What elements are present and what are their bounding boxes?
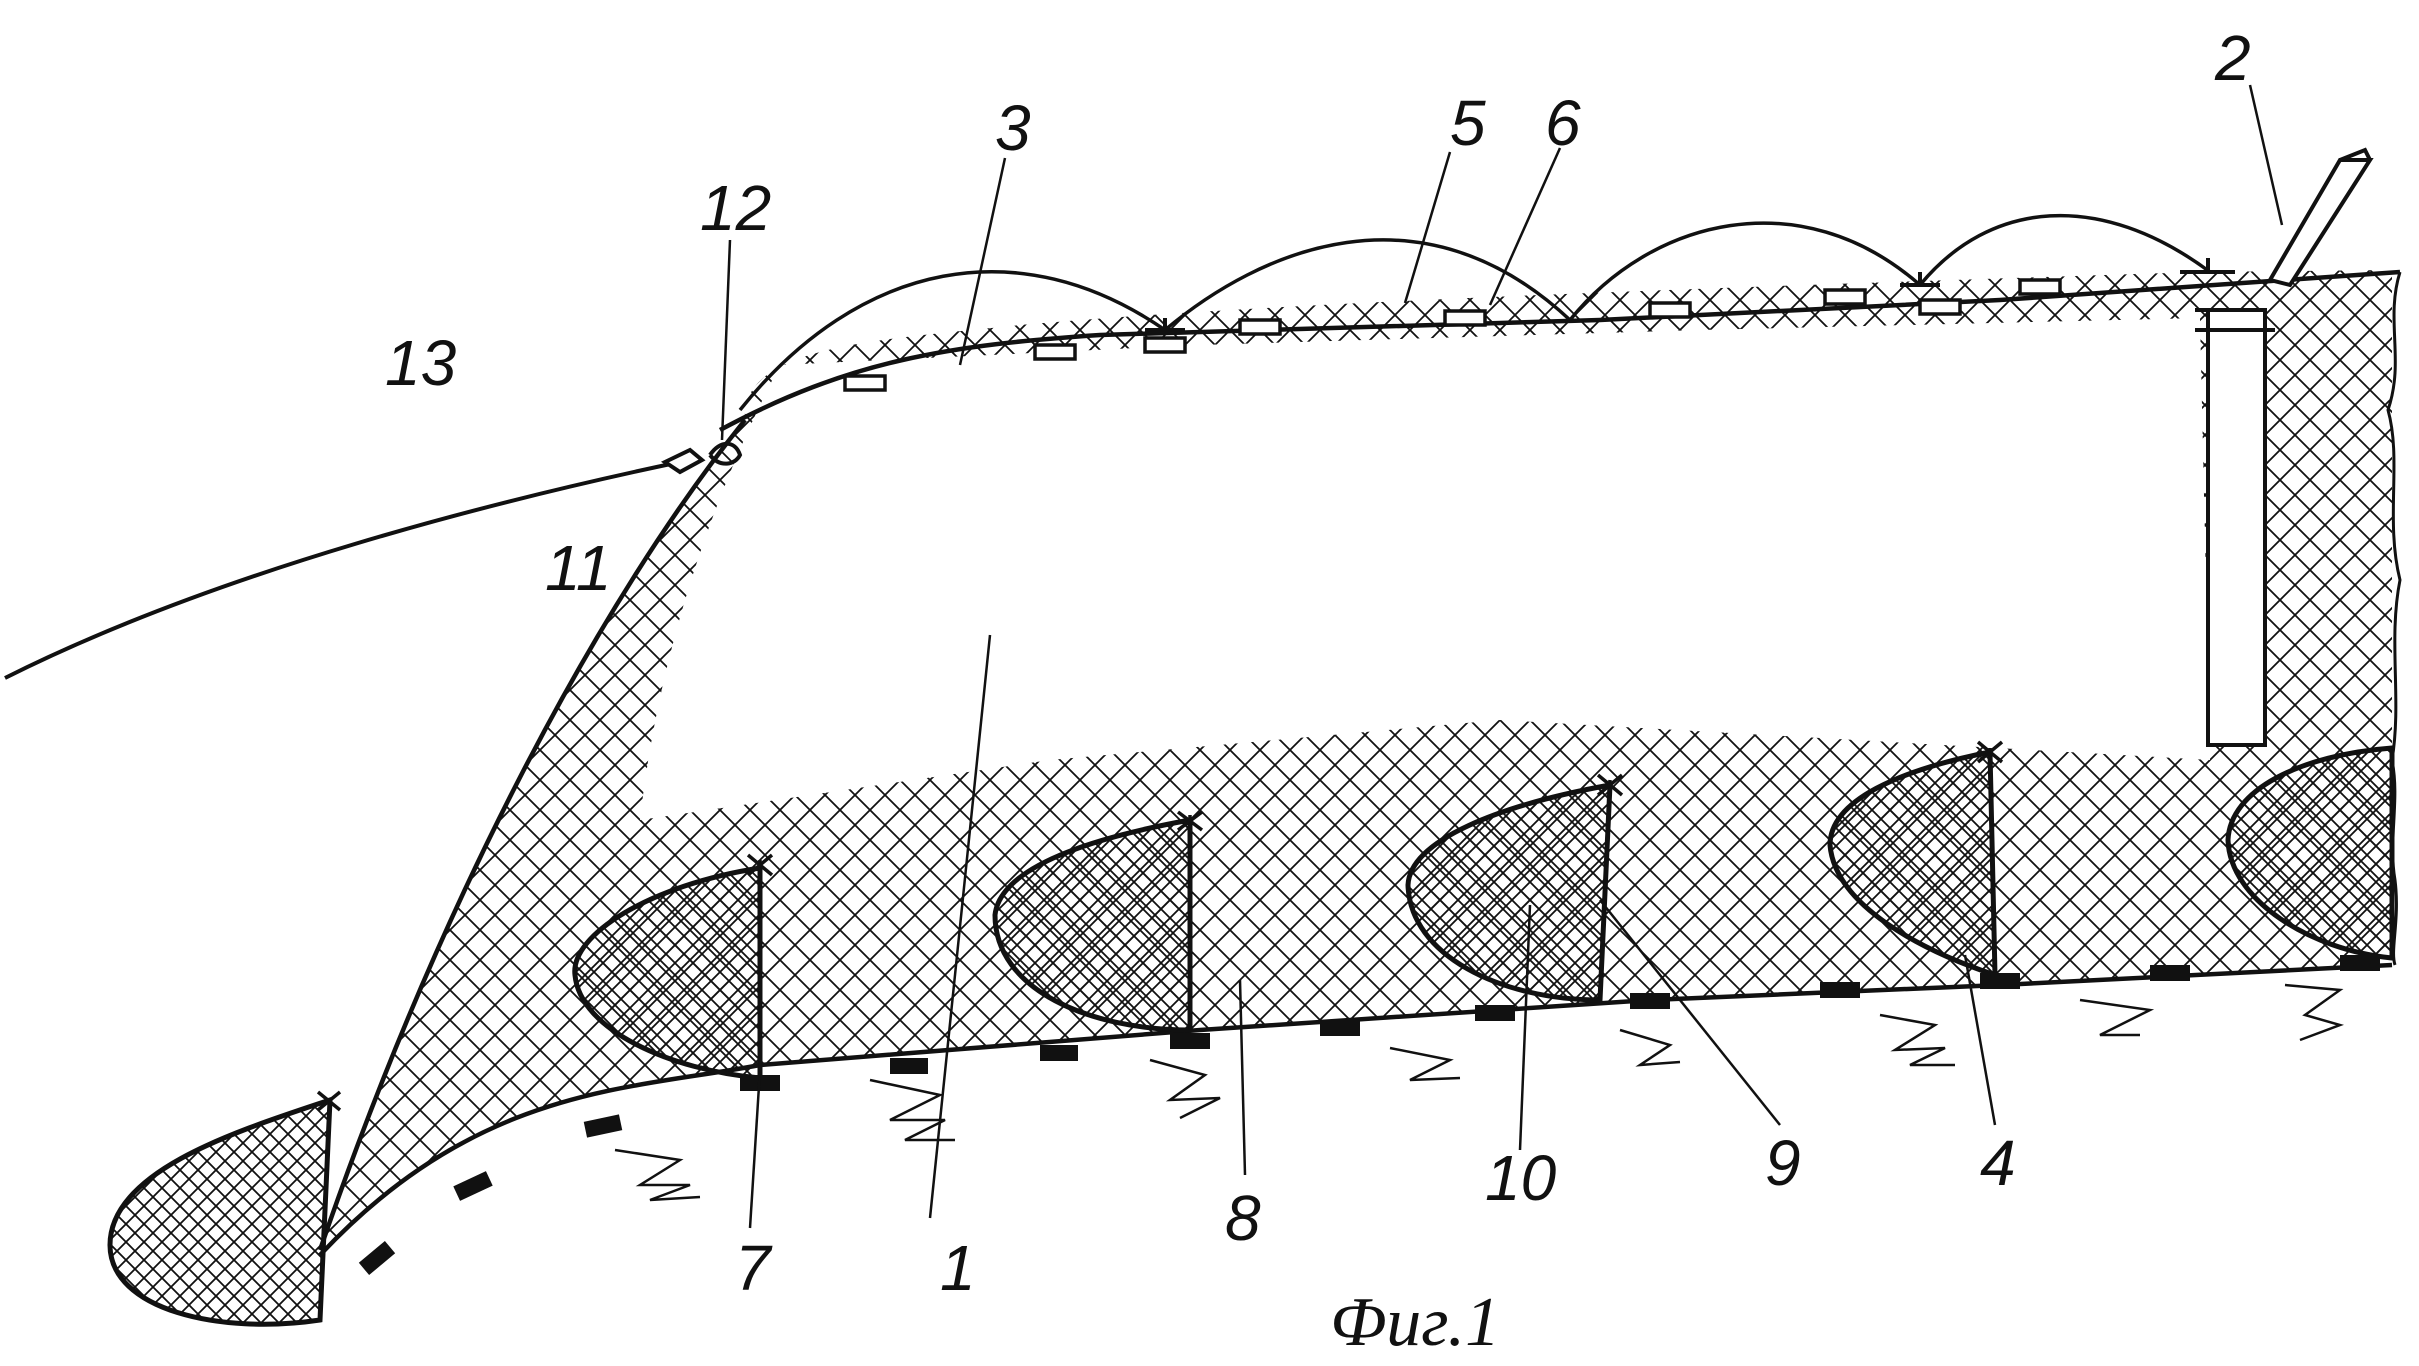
- label-13: 13: [385, 327, 457, 399]
- label-6: 6: [1545, 87, 1581, 159]
- label-2: 2: [2214, 22, 2251, 94]
- figure-caption: Фиг.1: [1330, 1284, 1500, 1361]
- pocket-ties: [316, 740, 2004, 1321]
- net-pockets: [107, 745, 2395, 1327]
- leader-lines: [720, 84, 2284, 1229]
- label-9: 9: [1765, 1127, 1801, 1199]
- pocket-end-right: [2225, 745, 2395, 961]
- label-8: 8: [1225, 1182, 1261, 1254]
- sinkers: [358, 955, 2380, 1276]
- float-line: [738, 213, 2212, 412]
- label-12: 12: [700, 172, 771, 244]
- floats: [843, 278, 2062, 392]
- pocket-7: [572, 865, 763, 1081]
- label-4: 4: [1980, 1127, 2016, 1199]
- label-11: 11: [545, 532, 611, 604]
- label-5: 5: [1450, 87, 1486, 159]
- tow-rope: [4, 441, 743, 680]
- reference-labels: 1 2 3 4 5 6 7 8 9 10 11 12 13: [385, 22, 2251, 1304]
- float-anchors: [1145, 258, 2235, 332]
- label-7: 7: [735, 1232, 773, 1304]
- net-panel: [320, 270, 2392, 1255]
- anchor-post: [2195, 147, 2374, 747]
- end-pocket: [107, 1096, 333, 1327]
- label-3: 3: [995, 92, 1031, 164]
- pocket-4: [1827, 748, 1998, 979]
- label-10: 10: [1485, 1142, 1557, 1214]
- net-torn-edge: [2386, 271, 2402, 966]
- label-1: 1: [940, 1232, 976, 1304]
- pocket-2: [992, 817, 1193, 1033]
- seabed-marks: [614, 983, 2344, 1202]
